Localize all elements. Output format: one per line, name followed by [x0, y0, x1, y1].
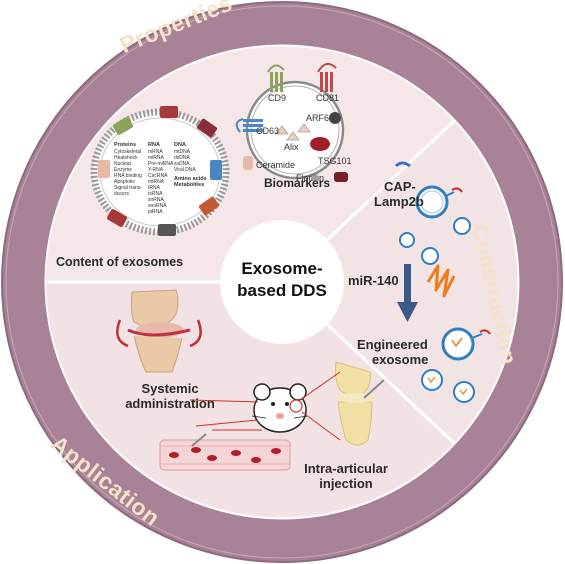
membrane-protein-orange	[198, 196, 220, 216]
exosome-vesicle-small-2	[453, 217, 471, 235]
mouse-illustration	[251, 383, 309, 433]
construction-sector	[282, 121, 518, 443]
cd9-protein-icon	[267, 64, 285, 92]
rna-item: mtRNA	[148, 178, 165, 185]
arf6-sphere-icon	[329, 112, 341, 124]
intra-articular-label-line1: Intra-articular	[304, 461, 388, 476]
rna-item: Pre-miRNA	[148, 160, 174, 167]
rna-item: tsRNA	[148, 190, 163, 197]
intra-articular-label-line2: injection	[319, 476, 373, 491]
content-column-rna: RNA mRNA miRNA Pre-miRNA Y-RNA CircRNA m…	[148, 142, 173, 215]
protein-item: Enzyme	[114, 166, 133, 173]
connector-lines	[189, 371, 341, 441]
center-title-line1: Exosome-	[241, 259, 323, 278]
rna-item: CircRNA	[148, 172, 168, 179]
exosome-vesicle-small-3	[421, 247, 439, 265]
tsg101-icon	[310, 137, 330, 151]
protein-item: Apoptotic	[114, 178, 135, 185]
systemic-label-line2: administration	[125, 396, 215, 411]
syringe-icon	[363, 379, 385, 399]
mir140-wave-icon	[426, 264, 456, 298]
membrane-protein-green	[112, 117, 134, 135]
membrane-protein-darkred	[196, 118, 218, 138]
content-vesicle	[90, 106, 230, 236]
cd81-protein-icon	[317, 62, 337, 92]
rna-item: snoRNA	[148, 202, 167, 209]
amino-acids-header: Amino acids	[174, 175, 207, 182]
dna-item: mtDNA	[174, 148, 191, 155]
proteins-header: Proteins	[114, 142, 137, 148]
rna-item: snRNA	[148, 196, 164, 203]
marker-arf6: ARF6	[306, 113, 330, 123]
membrane-protein-pink	[98, 160, 110, 178]
cap-peptide-icon	[394, 161, 411, 168]
rna-item: miRNA	[148, 154, 164, 161]
marker-tsg101: TSG101	[318, 156, 352, 166]
mir140-label: miR-140	[348, 273, 399, 288]
process-arrow-shaft	[404, 264, 411, 304]
cd63-protein-icon	[235, 118, 263, 133]
blood-vessel-illustration	[159, 433, 291, 471]
marker-cd9: CD9	[268, 93, 287, 103]
membrane-protein-red-top	[160, 106, 178, 118]
protein-item: Signal trans-	[114, 184, 143, 191]
marker-cd63: CD63	[256, 126, 280, 136]
protein-item: Heatshock	[114, 154, 138, 161]
protein-item: ducers	[114, 190, 130, 197]
protein-item: RNA binding	[114, 172, 142, 179]
membrane-protein-grey	[158, 224, 176, 236]
engineered-exosome-line2: exosome	[372, 352, 429, 367]
protein-item: Cytoskeletal	[114, 148, 142, 155]
protein-item: Nuclear	[114, 160, 132, 167]
marker-ceramide: Ceramide	[256, 160, 296, 170]
content-column-dna: DNA mtDNA dsDNA ssDNA Viral DNA Amino ac…	[174, 142, 207, 189]
right-knee-injection-illustration	[335, 361, 385, 446]
center-circle	[220, 220, 344, 344]
engineered-exosome-line1: Engineered	[357, 337, 428, 352]
biomarker-vesicle	[235, 62, 348, 182]
dna-item: Viral DNA	[174, 166, 196, 173]
rna-header: RNA	[148, 142, 160, 148]
systemic-label-line1: Systemic	[141, 381, 199, 396]
dna-header: DNA	[174, 142, 186, 148]
dna-item: dsDNA	[174, 154, 190, 161]
outer-ring-highlight	[5, 5, 559, 559]
rna-item: Y-RNA	[148, 166, 164, 173]
flotillin-icon	[334, 172, 348, 182]
knee-joint-illustration	[116, 289, 202, 373]
rna-item: mRNA	[148, 148, 163, 155]
lamp2b-stalk	[445, 191, 455, 197]
rna-item: tRNA	[148, 184, 160, 191]
construction-graphics	[394, 161, 491, 403]
marker-cd81: CD81	[316, 93, 340, 103]
process-arrow-head	[397, 302, 418, 322]
membrane-protein-red-bottom	[106, 209, 128, 227]
cap-label-line2: Lamp2b	[374, 194, 424, 209]
content-of-exosomes-title: Content of exosomes	[56, 255, 184, 269]
content-column-proteins: Proteins Cytoskeletal Heatshock Nuclear …	[114, 142, 142, 197]
alix-icon	[286, 131, 300, 141]
biomarkers-title: Biomarkers	[264, 176, 331, 190]
dna-item: ssDNA	[174, 160, 190, 167]
exosome-vesicle-small-1	[399, 232, 415, 248]
ceramide-icon	[243, 156, 253, 170]
membrane-protein-blue	[210, 160, 222, 180]
cap-label-line1: CAP-	[384, 179, 416, 194]
marker-flotillin: Flotillin	[296, 173, 325, 183]
marker-alix: Alix	[284, 142, 299, 152]
syringe-iv-icon	[191, 433, 207, 447]
rna-item: piRNA	[148, 208, 163, 215]
metabolites-header: Metabolites	[174, 182, 205, 189]
center-title-line2: based DDS	[237, 281, 327, 300]
